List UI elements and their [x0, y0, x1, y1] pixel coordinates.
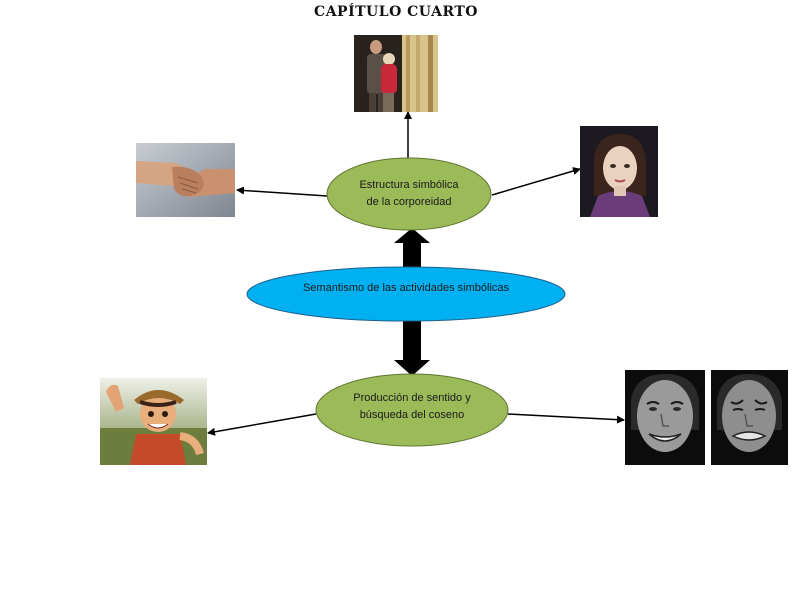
handshake-photo — [136, 143, 235, 217]
node-bottom-shape — [315, 373, 509, 447]
connector-top-to-handshake — [236, 186, 328, 197]
woman-portrait-photo — [580, 126, 658, 217]
page-title: CAPÍTULO CUARTO — [314, 4, 478, 20]
connector-bottom-to-faces — [507, 413, 625, 424]
cartoon-boy-image — [100, 378, 207, 465]
couple-embrace-photo — [354, 35, 438, 112]
connector-top-to-woman — [491, 167, 581, 196]
block-arrow-down — [394, 320, 430, 376]
connector-bottom-to-cartoon — [207, 413, 317, 436]
node-center-shape — [246, 266, 566, 322]
block-arrow-up — [394, 228, 430, 272]
crying-face-photo — [711, 370, 788, 465]
smiling-face-photo — [625, 370, 705, 465]
node-top-shape — [326, 157, 492, 231]
